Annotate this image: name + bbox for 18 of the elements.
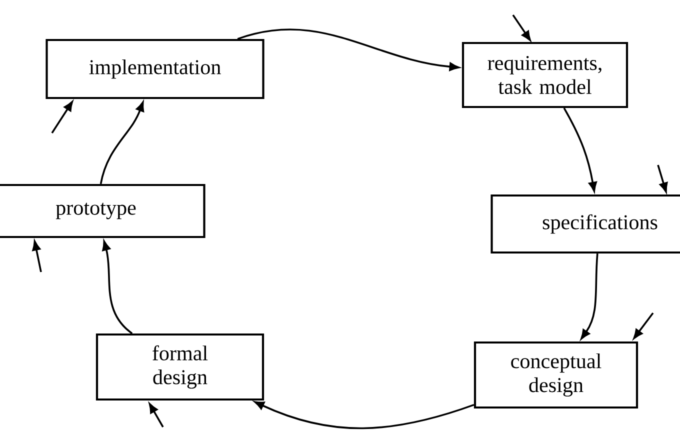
arrow <box>51 101 73 134</box>
arrow <box>237 28 460 71</box>
arrow <box>580 254 598 340</box>
arrow <box>102 240 133 334</box>
process-box: requirements, task model <box>462 42 628 108</box>
arrow <box>100 102 144 184</box>
arrow <box>32 240 42 272</box>
process-box: specifications <box>490 194 680 254</box>
arrow <box>254 401 474 430</box>
arrow <box>657 164 668 192</box>
arrow <box>563 108 597 192</box>
arrow <box>512 14 531 41</box>
arrow <box>633 312 654 339</box>
process-box: implementation <box>46 38 264 100</box>
process-box: formal design <box>96 333 264 401</box>
process-box: conceptual design <box>474 341 638 409</box>
process-box: prototype <box>0 184 206 238</box>
arrow <box>148 403 164 428</box>
